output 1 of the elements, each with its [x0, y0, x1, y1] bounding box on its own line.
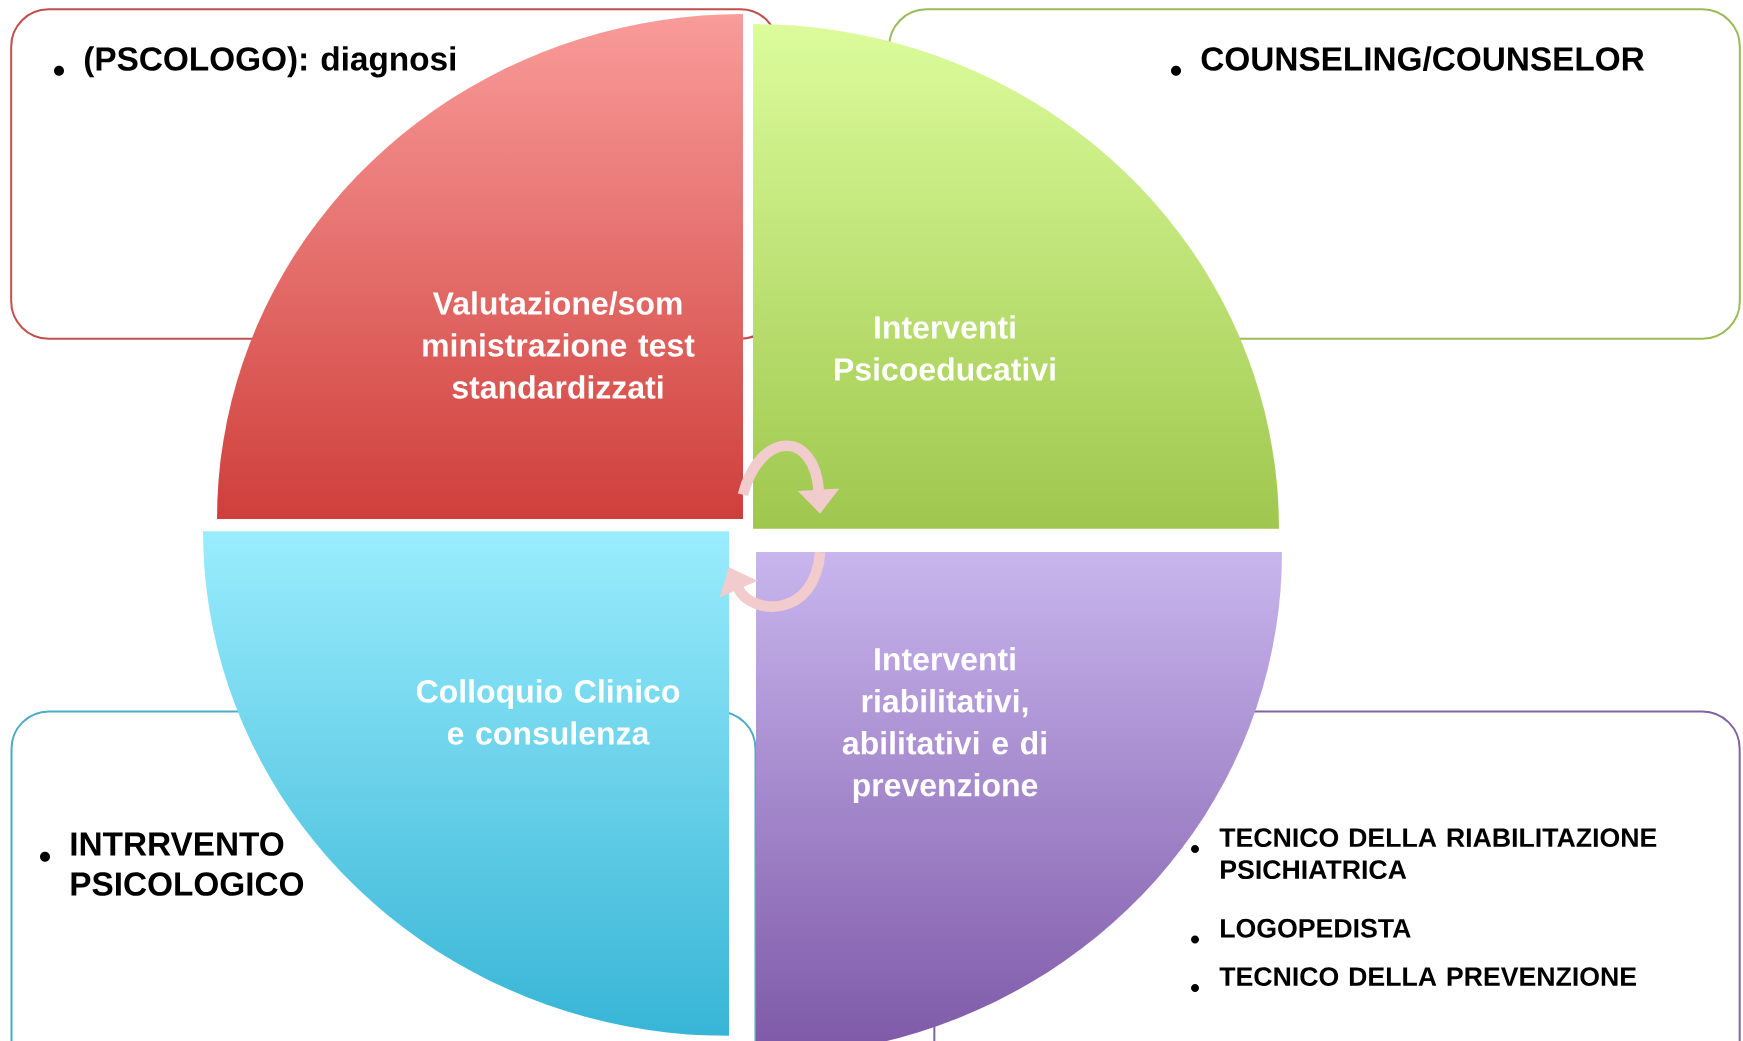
- curved-arrow: [719, 551, 826, 612]
